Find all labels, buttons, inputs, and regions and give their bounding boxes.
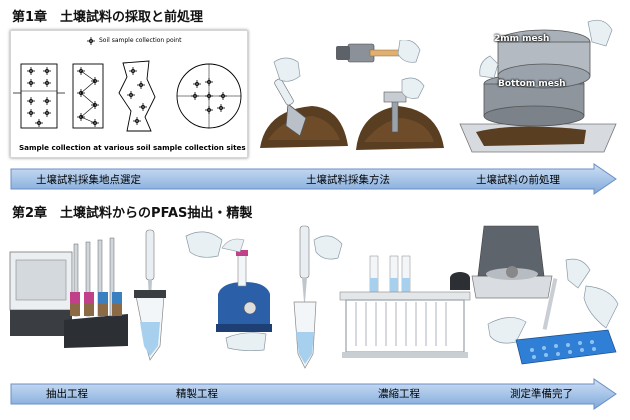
chapter1-title: 第1章 土壌試料の採取と前処理 bbox=[12, 10, 204, 25]
core-sampler-icon bbox=[391, 99, 399, 133]
pipette-icon bbox=[299, 225, 310, 302]
centrifuge-icon bbox=[471, 225, 553, 299]
vortex-mixer-icon bbox=[216, 282, 272, 332]
soil-panel-caption: Sample collection at various soil sample… bbox=[19, 143, 246, 152]
glove-icon bbox=[313, 235, 343, 260]
site-circle bbox=[176, 63, 242, 129]
soil-sampling-illustration bbox=[260, 40, 444, 150]
bottom-sieve-label: Bottom mesh bbox=[498, 79, 566, 89]
mallet-icon bbox=[336, 43, 401, 63]
extraction-apparatus-illustration bbox=[9, 237, 128, 348]
step-purification: 精製工程 bbox=[176, 388, 218, 400]
step-extraction: 抽出工程 bbox=[46, 388, 88, 400]
concentration-illustration bbox=[293, 225, 471, 369]
glove-icon bbox=[587, 19, 613, 47]
sieve-illustration bbox=[459, 19, 617, 153]
glove-icon bbox=[225, 332, 267, 352]
glove-icon bbox=[397, 40, 421, 63]
glove-icon bbox=[401, 77, 425, 99]
sample-tube-icon bbox=[237, 253, 247, 287]
glove-icon bbox=[583, 285, 619, 329]
spe-manifold-icon bbox=[339, 291, 471, 358]
site-rectangle-grid bbox=[13, 63, 65, 129]
sampling-sites-diagram bbox=[13, 36, 242, 132]
glove-icon bbox=[221, 238, 245, 253]
site-rectangle-zigzag bbox=[72, 63, 104, 129]
step-pretreatment: 土壌試料の前処理 bbox=[476, 174, 560, 186]
glove-icon bbox=[185, 231, 223, 258]
sieved-soil bbox=[476, 126, 586, 146]
glove-icon bbox=[479, 55, 499, 79]
trowel-icon bbox=[274, 78, 307, 137]
glove-icon bbox=[565, 258, 591, 289]
extraction-rack bbox=[64, 314, 128, 348]
soil-sampling-panel: Soil sample collection point Sample coll… bbox=[10, 30, 248, 158]
final-prep-illustration bbox=[450, 225, 619, 365]
site-irregular bbox=[118, 60, 156, 132]
glove-icon bbox=[487, 317, 527, 344]
step-site-selection: 土壌試料採集地点選定 bbox=[36, 174, 141, 186]
chapter1-process-arrow bbox=[10, 163, 617, 195]
collection-point-icon bbox=[86, 36, 96, 46]
chapter2-title: 第2章 土壌試料からのPFAS抽出・精製 bbox=[12, 206, 253, 221]
chapter2-process-arrow bbox=[10, 378, 617, 410]
legend-label: Soil sample collection point bbox=[99, 37, 182, 44]
step-sampling-method: 土壌試料採集方法 bbox=[306, 174, 390, 186]
microplate-icon bbox=[515, 329, 617, 365]
pipette-icon bbox=[145, 229, 155, 300]
top-sieve-label: 2mm mesh bbox=[494, 34, 550, 44]
pipette-icon bbox=[542, 278, 558, 330]
purification-illustration bbox=[134, 229, 272, 361]
step-concentration: 濃縮工程 bbox=[378, 388, 420, 400]
step-ready-for-measurement: 測定準備完了 bbox=[510, 388, 573, 400]
spe-column-icon bbox=[369, 255, 411, 293]
glove-icon bbox=[273, 57, 301, 82]
